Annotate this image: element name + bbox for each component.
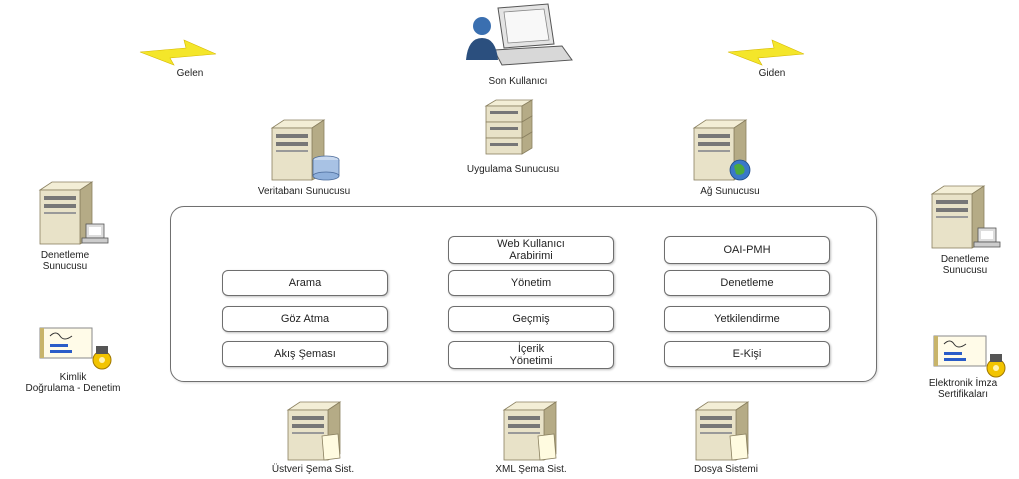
certificate-icon-right	[933, 335, 1006, 378]
module-arama: Arama	[222, 270, 388, 296]
kimlik-label: Kimlik Doğrulama - Denetim	[25, 372, 121, 394]
ustveri-label: Üstveri Şema Sist.	[271, 464, 355, 475]
module-web-ui: Web Kullanıcı Arabirimi	[448, 236, 614, 264]
son-kullanici-label: Son Kullanıcı	[488, 76, 548, 87]
module-denetleme: Denetleme	[664, 270, 830, 296]
xml-schema-server-icon	[502, 401, 558, 461]
gelen-label: Gelen	[176, 68, 204, 79]
module-e-kisi: E-Kişi	[664, 341, 830, 367]
module-yetkilendirme: Yetkilendirme	[664, 306, 830, 332]
file-system-server-icon	[694, 401, 750, 461]
ag-label: Ağ Sunucusu	[700, 186, 760, 197]
imza-label: Elektronik İmza Sertifikaları	[928, 378, 998, 400]
certificate-icon-left	[39, 327, 112, 370]
module-oai-pmh: OAI-PMH	[664, 236, 830, 264]
network-server-icon	[692, 119, 751, 181]
audit-server-icon-right	[930, 185, 1001, 249]
dosya-label: Dosya Sistemi	[694, 464, 758, 475]
giden-label: Giden	[758, 68, 786, 79]
lightning-icon-left	[139, 39, 217, 66]
module-yonetim: Yönetim	[448, 270, 614, 296]
module-gecmis: Geçmiş	[448, 306, 614, 332]
denetleme-right-label: Denetleme Sunucusu	[940, 254, 990, 276]
uygulama-label: Uygulama Sunucusu	[466, 164, 560, 175]
module-akis-semasi: Akış Şeması	[222, 341, 388, 367]
veritabani-label: Veritabanı Sunucusu	[257, 186, 351, 197]
lightning-icon-right	[727, 39, 805, 66]
application-server-icon	[484, 99, 534, 155]
module-icerik-yonetimi: İçerik Yönetimi	[448, 341, 614, 369]
user-computer-icon	[466, 3, 573, 66]
module-goz-atma: Göz Atma	[222, 306, 388, 332]
audit-server-icon-left	[38, 181, 109, 245]
metadata-schema-server-icon	[286, 401, 342, 461]
xml-label: XML Şema Sist.	[495, 464, 567, 475]
database-server-icon	[270, 119, 340, 181]
denetleme-left-label: Denetleme Sunucusu	[40, 250, 90, 272]
